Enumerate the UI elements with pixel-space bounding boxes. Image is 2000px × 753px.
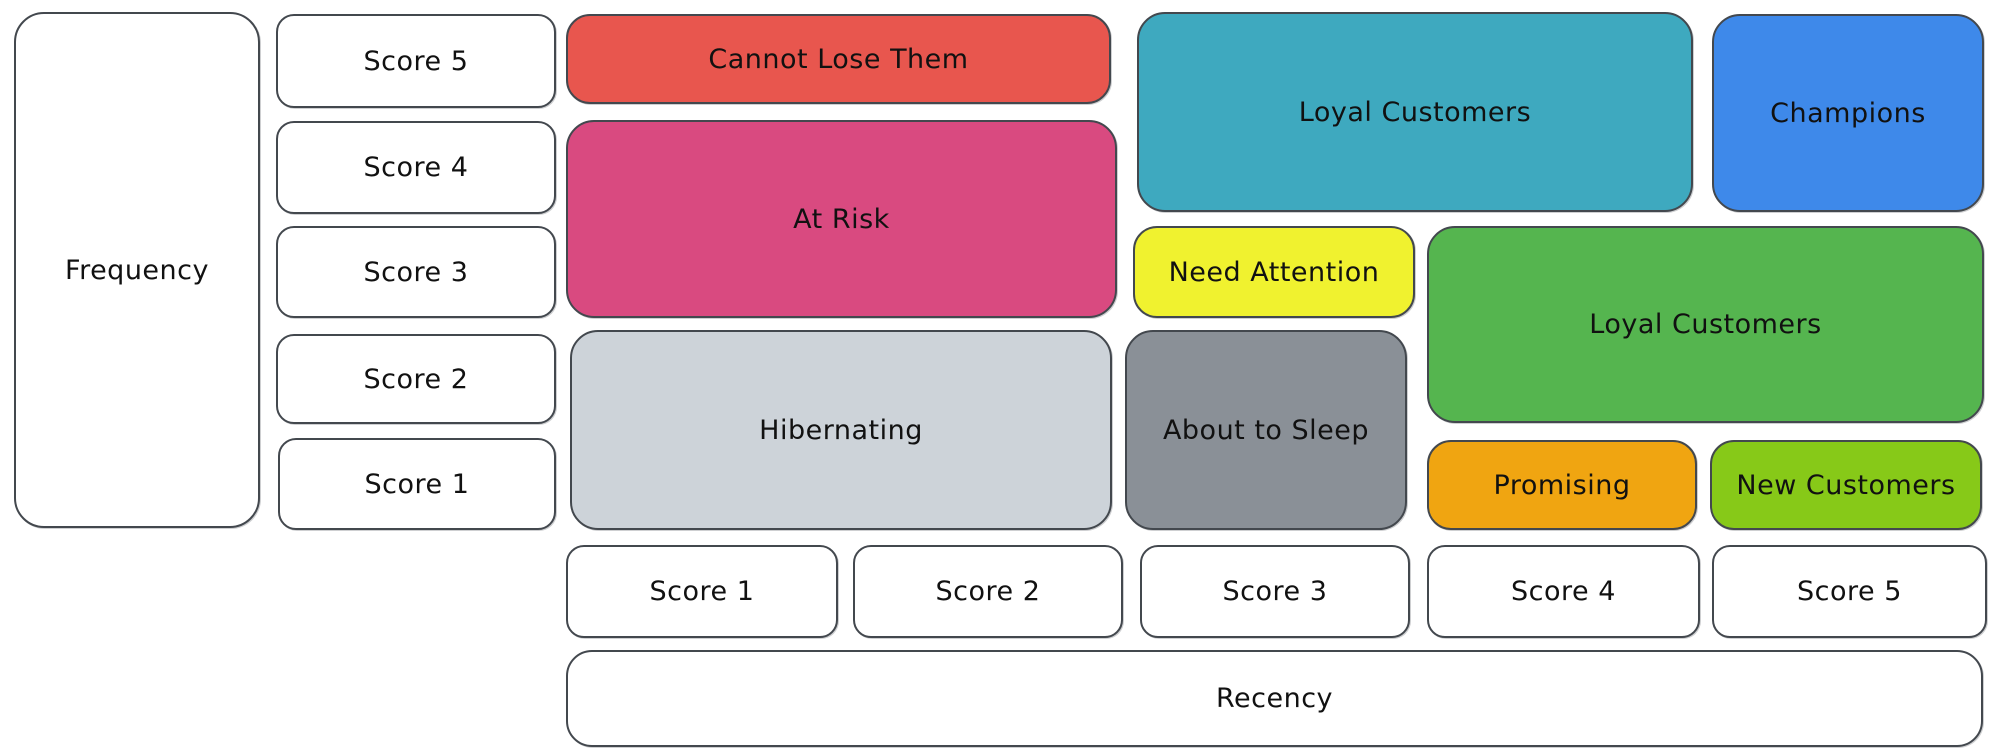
recency-score-1-box: Score 1 [566,545,838,638]
segment-champions: Champions [1712,14,1984,212]
recency-score-5-label: Score 5 [1797,576,1902,607]
segment-hibernating-label: Hibernating [759,414,923,446]
frequency-score-2-box: Score 2 [276,334,556,424]
recency-score-5-box: Score 5 [1712,545,1987,638]
frequency-score-5-box: Score 5 [276,14,556,108]
segment-at-risk: At Risk [566,120,1117,318]
segment-promising-label: Promising [1493,469,1631,501]
segment-cannot-lose-them-label: Cannot Lose Them [708,43,969,75]
segment-new-customers-label: New Customers [1736,469,1956,501]
frequency-score-4-label: Score 4 [363,152,469,183]
segment-need-attention: Need Attention [1133,226,1415,318]
recency-score-3-box: Score 3 [1140,545,1410,638]
frequency-score-4-box: Score 4 [276,121,556,214]
segment-loyal-customers-top: Loyal Customers [1137,12,1693,212]
recency-score-3-label: Score 3 [1222,576,1328,607]
segment-loyal-customers-right: Loyal Customers [1427,226,1984,423]
recency-axis-box: Recency [566,650,1983,747]
segment-at-risk-label: At Risk [793,203,890,235]
segment-champions-label: Champions [1770,97,1926,129]
frequency-score-2-label: Score 2 [363,363,469,395]
frequency-axis-box: Frequency [14,12,260,528]
segment-loyal-customers-top-label: Loyal Customers [1298,96,1532,128]
segment-about-to-sleep: About to Sleep [1125,330,1407,530]
frequency-score-1-box: Score 1 [278,438,556,530]
frequency-score-3-label: Score 3 [363,256,469,288]
segment-new-customers: New Customers [1710,440,1982,530]
frequency-score-3-box: Score 3 [276,226,556,318]
segment-need-attention-label: Need Attention [1168,256,1380,288]
recency-score-2-box: Score 2 [853,545,1123,638]
recency-score-4-label: Score 4 [1511,576,1616,607]
frequency-score-5-label: Score 5 [363,45,469,77]
segment-cannot-lose-them: Cannot Lose Them [566,14,1111,104]
recency-score-4-box: Score 4 [1427,545,1700,638]
segment-about-to-sleep-label: About to Sleep [1162,414,1370,446]
recency-score-2-label: Score 2 [935,576,1041,607]
segment-loyal-customers-right-label: Loyal Customers [1589,309,1822,340]
segment-promising: Promising [1427,440,1697,530]
frequency-axis-label: Frequency [65,254,209,286]
segment-hibernating: Hibernating [570,330,1112,530]
recency-axis-label: Recency [1215,683,1334,714]
recency-score-1-label: Score 1 [649,576,755,607]
frequency-score-1-label: Score 1 [364,468,470,500]
